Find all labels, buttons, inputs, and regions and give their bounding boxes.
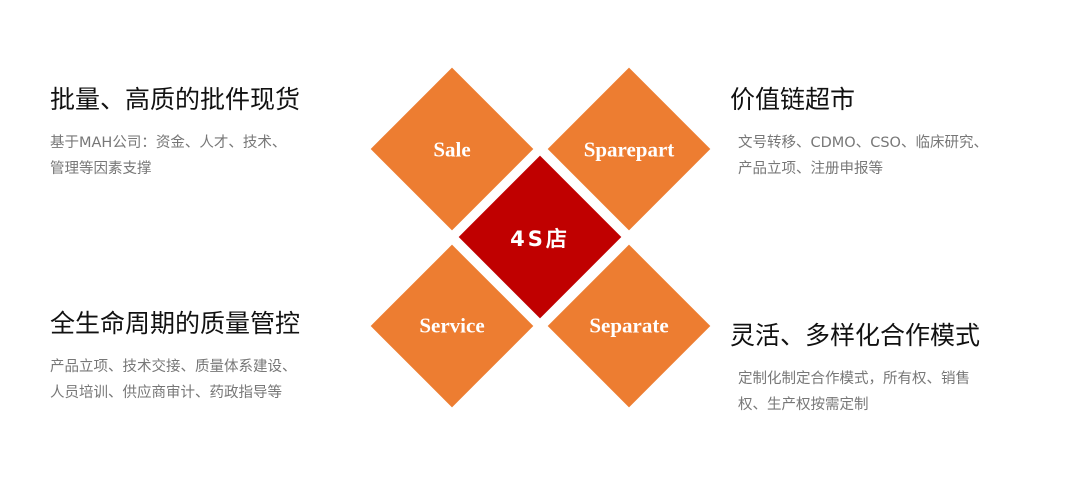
block-bottom-right: 灵活、多样化合作模式 定制化制定合作模式，所有权、销售 权、生产权按需定制 <box>730 316 1030 418</box>
block-line: 文号转移、CDMO、CSO、临床研究、 <box>738 135 988 151</box>
block-line: 产品立项、技术交接、质量体系建设、 <box>50 359 297 375</box>
block-top-left: 批量、高质的批件现货 基于MAH公司：资金、人才、技术、 管理等因素支撑 <box>50 80 350 182</box>
label-sale: Sale <box>433 137 471 162</box>
block-line: 权、生产权按需定制 <box>738 397 869 413</box>
block-line: 定制化制定合作模式，所有权、销售 <box>738 371 970 387</box>
block-top-right: 价值链超市 文号转移、CDMO、CSO、临床研究、 产品立项、注册申报等 <box>730 80 1030 182</box>
label-sparepart: Sparepart <box>583 137 675 162</box>
block-line: 产品立项、注册申报等 <box>738 161 883 177</box>
block-line: 人员培训、供应商审计、药政指导等 <box>50 385 282 401</box>
block-title: 全生命周期的质量管控 <box>50 309 301 338</box>
block-line: 基于MAH公司：资金、人才、技术、 <box>50 135 287 151</box>
block-line: 管理等因素支撑 <box>50 161 152 177</box>
label-separate: Separate <box>589 313 669 338</box>
block-title: 灵活、多样化合作模式 <box>730 321 981 350</box>
label-service: Service <box>419 313 485 338</box>
block-bottom-left: 全生命周期的质量管控 产品立项、技术交接、质量体系建设、 人员培训、供应商审计、… <box>50 304 350 406</box>
block-title: 价值链超市 <box>730 85 856 114</box>
block-title: 批量、高质的批件现货 <box>50 85 301 114</box>
label-center: 4S店 <box>510 227 570 251</box>
